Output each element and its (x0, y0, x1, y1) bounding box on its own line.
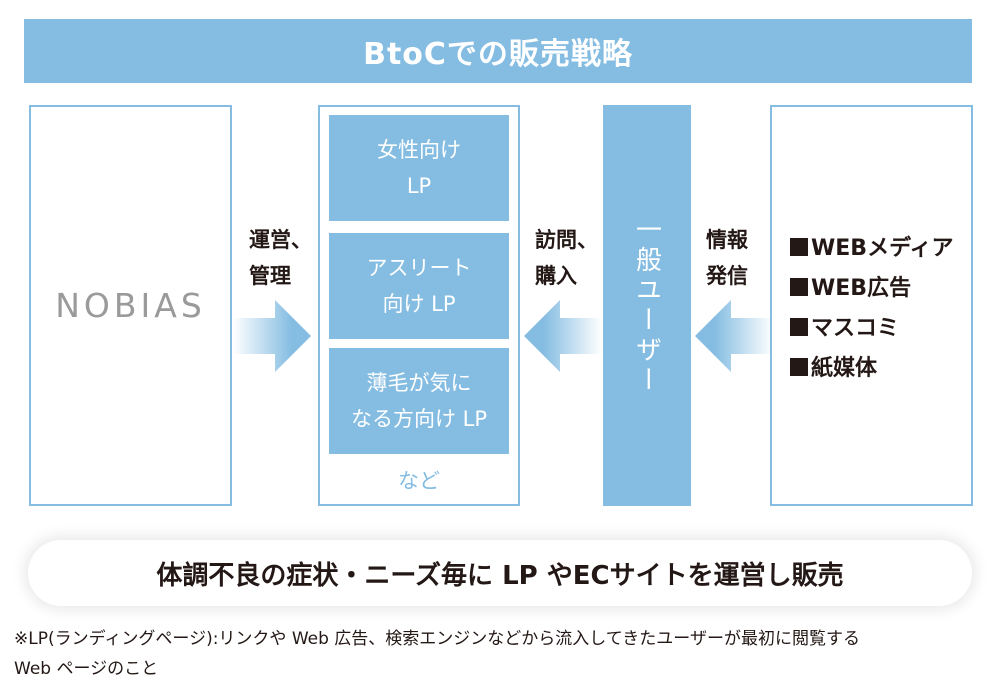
square-bullet-icon (790, 238, 808, 256)
footnote-line: Web ページのこと (14, 659, 159, 679)
arrow-left-icon (695, 300, 773, 372)
visit-label-line: 訪問、 (535, 228, 598, 252)
media-item: WEBメディア (790, 229, 954, 269)
visit-label-line: 購入 (535, 264, 577, 288)
arrow-left-icon (524, 300, 602, 372)
media-list: WEBメディア WEB広告 マスコミ 紙媒体 (790, 229, 954, 389)
square-bullet-icon (790, 318, 808, 336)
company-box: NOBIAS (29, 105, 232, 506)
lp-item-line: なる方向け LP (350, 407, 488, 431)
footnote-line: ※LP(ランディングページ):リンクや Web 広告、検索エンジンなどから流入し… (14, 629, 860, 649)
footnote: ※LP(ランディングページ):リンクや Web 広告、検索エンジンなどから流入し… (14, 624, 994, 684)
media-item: 紙媒体 (790, 349, 954, 389)
media-item-label: WEBメディア (811, 236, 954, 261)
company-logo: NOBIAS (55, 286, 206, 325)
lp-item-athletes: アスリート 向け LP (329, 233, 509, 339)
arrow-right-icon (233, 300, 311, 372)
manage-label-line: 運営、 (249, 228, 312, 252)
general-user-label: 一般ユーザー (631, 215, 662, 396)
media-item: WEB広告 (790, 269, 954, 309)
square-bullet-icon (790, 278, 808, 296)
media-box: WEBメディア WEB広告 マスコミ 紙媒体 (770, 105, 973, 506)
lp-item-line: アスリート (366, 256, 472, 280)
manage-label: 運営、 管理 (249, 222, 312, 294)
lp-item-line: 女性向け (377, 138, 461, 162)
page-title: BtoCでの販売戦略 (363, 37, 633, 72)
summary-text: 体調不良の症状・ニーズ毎に LP やECサイトを運営し販売 (156, 560, 844, 591)
lp-item-thinning-hair: 薄毛が気に なる方向け LP (329, 348, 509, 454)
info-label-line: 情報 (706, 228, 748, 252)
landing-pages-box: 女性向け LP アスリート 向け LP 薄毛が気に なる方向け LP など (318, 105, 520, 506)
info-label: 情報 発信 (706, 222, 748, 294)
visit-label: 訪問、 購入 (535, 222, 598, 294)
lp-item-line: LP (406, 174, 432, 198)
media-item: マスコミ (790, 309, 954, 349)
square-bullet-icon (790, 358, 808, 376)
info-label-line: 発信 (706, 264, 748, 288)
lp-item-line: 向け LP (382, 292, 456, 316)
media-item-label: WEB広告 (811, 276, 912, 301)
lp-etc-label: など (398, 469, 440, 493)
lp-item-women: 女性向け LP (329, 115, 509, 221)
title-banner: BtoCでの販売戦略 (24, 19, 972, 83)
media-item-label: マスコミ (811, 316, 900, 341)
manage-label-line: 管理 (249, 264, 291, 288)
general-user-column: 一般ユーザー (603, 105, 691, 506)
lp-item-line: 薄毛が気に (366, 371, 472, 395)
media-item-label: 紙媒体 (811, 356, 878, 381)
summary-pill: 体調不良の症状・ニーズ毎に LP やECサイトを運営し販売 (28, 540, 972, 606)
